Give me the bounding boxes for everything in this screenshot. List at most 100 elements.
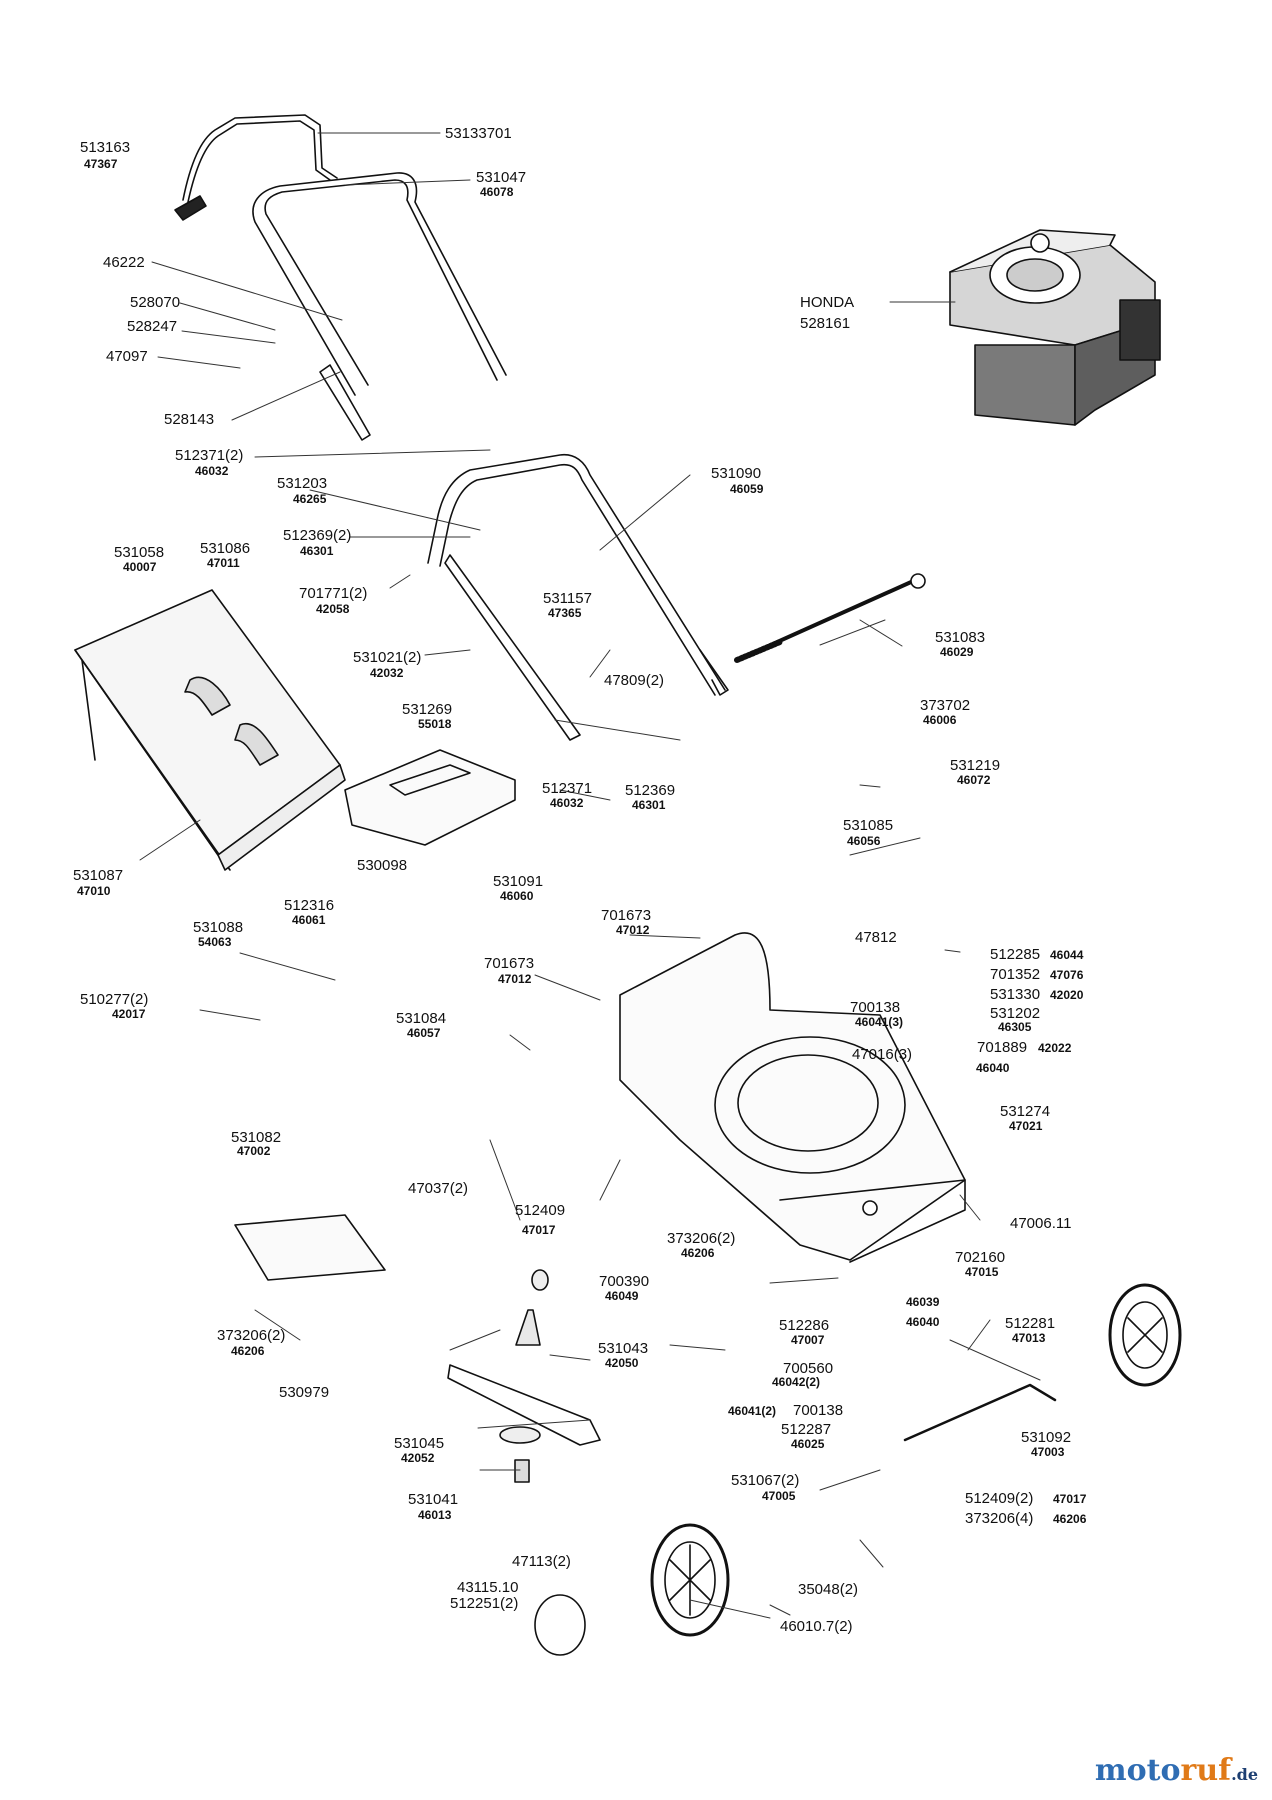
part-number-label: 531092 xyxy=(1021,1429,1072,1446)
part-code-label: 46029 xyxy=(940,645,974,659)
mower-deck-part xyxy=(619,932,966,1263)
upper-handle-part xyxy=(252,172,507,441)
part-number-label: 512251(2) xyxy=(450,1595,519,1612)
part-number-label: 531045 xyxy=(394,1435,445,1452)
rear-wheel-part xyxy=(1108,1283,1182,1387)
part-number-label: 531047 xyxy=(476,169,527,186)
part-number-label: 373702 xyxy=(920,697,971,714)
part-code-label: 47012 xyxy=(616,923,650,937)
part-number-label: 47113(2) xyxy=(512,1553,571,1570)
part-number-label: 530979 xyxy=(279,1384,330,1401)
part-number-label: 531157 xyxy=(543,590,592,607)
part-code-label: 46206 xyxy=(681,1246,715,1260)
hub-cap-part xyxy=(534,1594,586,1656)
axle-part xyxy=(903,1383,1057,1442)
part-number-label: 701889 xyxy=(977,1039,1028,1056)
part-code-label: 46041(2) xyxy=(728,1404,777,1418)
part-code-label: 47076 xyxy=(1050,968,1084,982)
part-number-label: 512285 xyxy=(990,946,1041,963)
part-code-label: 47003 xyxy=(1031,1445,1065,1459)
part-number-label: 512409(2) xyxy=(965,1490,1034,1507)
part-number-label: 43115.10 xyxy=(457,1579,519,1596)
part-code-label: 46049 xyxy=(605,1289,639,1303)
part-number-label: 528247 xyxy=(127,318,178,335)
part-code-label: 46056 xyxy=(847,834,881,848)
part-number-label: 531274 xyxy=(1000,1103,1051,1120)
part-number-label: 35048(2) xyxy=(798,1581,859,1598)
part-number-label: 373206(2) xyxy=(217,1327,286,1344)
part-code-label: 47007 xyxy=(791,1333,825,1347)
part-number-label: 46010.7(2) xyxy=(780,1618,853,1635)
part-code-label: 46078 xyxy=(480,185,514,199)
part-code-label: 46040 xyxy=(906,1315,940,1329)
part-number-label: 512409 xyxy=(515,1202,566,1219)
part-number-label: 701673 xyxy=(484,955,535,972)
part-number-label: 513163 xyxy=(80,139,131,156)
part-code-label: 46206 xyxy=(231,1344,265,1358)
upper-handle-bar-part xyxy=(174,114,338,221)
part-code-label: 46061 xyxy=(292,913,326,927)
part-code-label: 46265 xyxy=(293,492,327,506)
part-number-label: 47006.11 xyxy=(1010,1215,1072,1232)
part-code-label: 47005 xyxy=(762,1489,796,1503)
part-code-label: 42020 xyxy=(1050,988,1084,1002)
part-number-label: 531091 xyxy=(493,873,544,890)
part-code-label: 46039 xyxy=(906,1295,940,1309)
part-code-label: 40007 xyxy=(123,560,157,574)
part-number-label: 528143 xyxy=(164,411,215,428)
part-number-label: 531219 xyxy=(950,757,1001,774)
part-number-label: 531021(2) xyxy=(353,649,422,666)
part-number-label: 47097 xyxy=(106,348,148,365)
rear-cover-part xyxy=(344,749,516,846)
watermark-part1: moto xyxy=(1094,1753,1181,1788)
grass-catcher-bag-part xyxy=(74,589,346,871)
part-number-label: 701352 xyxy=(990,966,1041,983)
part-code-label: 47017 xyxy=(1053,1492,1087,1506)
part-code-label: 54063 xyxy=(198,935,232,949)
part-number-label: 531085 xyxy=(843,817,894,834)
part-number-label: 700138 xyxy=(793,1402,844,1419)
part-code-label: 46305 xyxy=(998,1020,1032,1034)
part-number-label: 702160 xyxy=(955,1249,1006,1266)
part-number-label: 531043 xyxy=(598,1340,649,1357)
part-number-label: 701771(2) xyxy=(299,585,368,602)
part-code-label: 47367 xyxy=(84,157,118,171)
part-code-label: 42017 xyxy=(112,1007,146,1021)
part-number-label: 47016(3) xyxy=(852,1046,913,1063)
part-number-label: 528070 xyxy=(130,294,181,311)
part-number-label: 373206(2) xyxy=(667,1230,736,1247)
part-number-label: 47809(2) xyxy=(604,672,665,689)
part-code-label: 47011 xyxy=(207,556,240,570)
part-code-label: 47010 xyxy=(77,884,111,898)
part-number-label: 512369(2) xyxy=(283,527,352,544)
part-number-label: 373206(4) xyxy=(965,1510,1034,1527)
blade-part xyxy=(447,1364,601,1446)
part-code-label: 46072 xyxy=(957,773,991,787)
part-number-label: 531090 xyxy=(711,465,762,482)
part-number-label: 531041 xyxy=(408,1491,459,1508)
part-code-label: 46032 xyxy=(550,796,584,810)
part-number-label: 531269 xyxy=(402,701,453,718)
part-code-label: 46044 xyxy=(1050,948,1084,962)
part-number-label: 531067(2) xyxy=(731,1472,800,1489)
part-code-label: 46059 xyxy=(730,482,764,496)
part-code-label: 46301 xyxy=(300,544,334,558)
honda-engine-part xyxy=(949,229,1161,426)
part-code-label: 47012 xyxy=(498,972,532,986)
part-number-label: 53133701 xyxy=(445,125,512,142)
part-code-label: 42050 xyxy=(605,1356,639,1370)
part-number-label: 512369 xyxy=(625,782,676,799)
part-code-label: 46060 xyxy=(500,889,534,903)
watermark-suffix: .de xyxy=(1231,1765,1258,1784)
part-number-label: 512371 xyxy=(542,780,593,797)
part-number-label: 531203 xyxy=(277,475,328,492)
part-code-label: 42032 xyxy=(370,666,404,680)
deflector-plate-part xyxy=(234,1214,386,1281)
part-code-label: 55018 xyxy=(418,717,452,731)
part-code-label: 47013 xyxy=(1012,1331,1046,1345)
part-code-label: 42052 xyxy=(401,1451,435,1465)
part-number-label: 528161 xyxy=(800,315,851,332)
part-code-label: 46042(2) xyxy=(772,1375,821,1389)
part-code-label: 47365 xyxy=(548,606,582,620)
